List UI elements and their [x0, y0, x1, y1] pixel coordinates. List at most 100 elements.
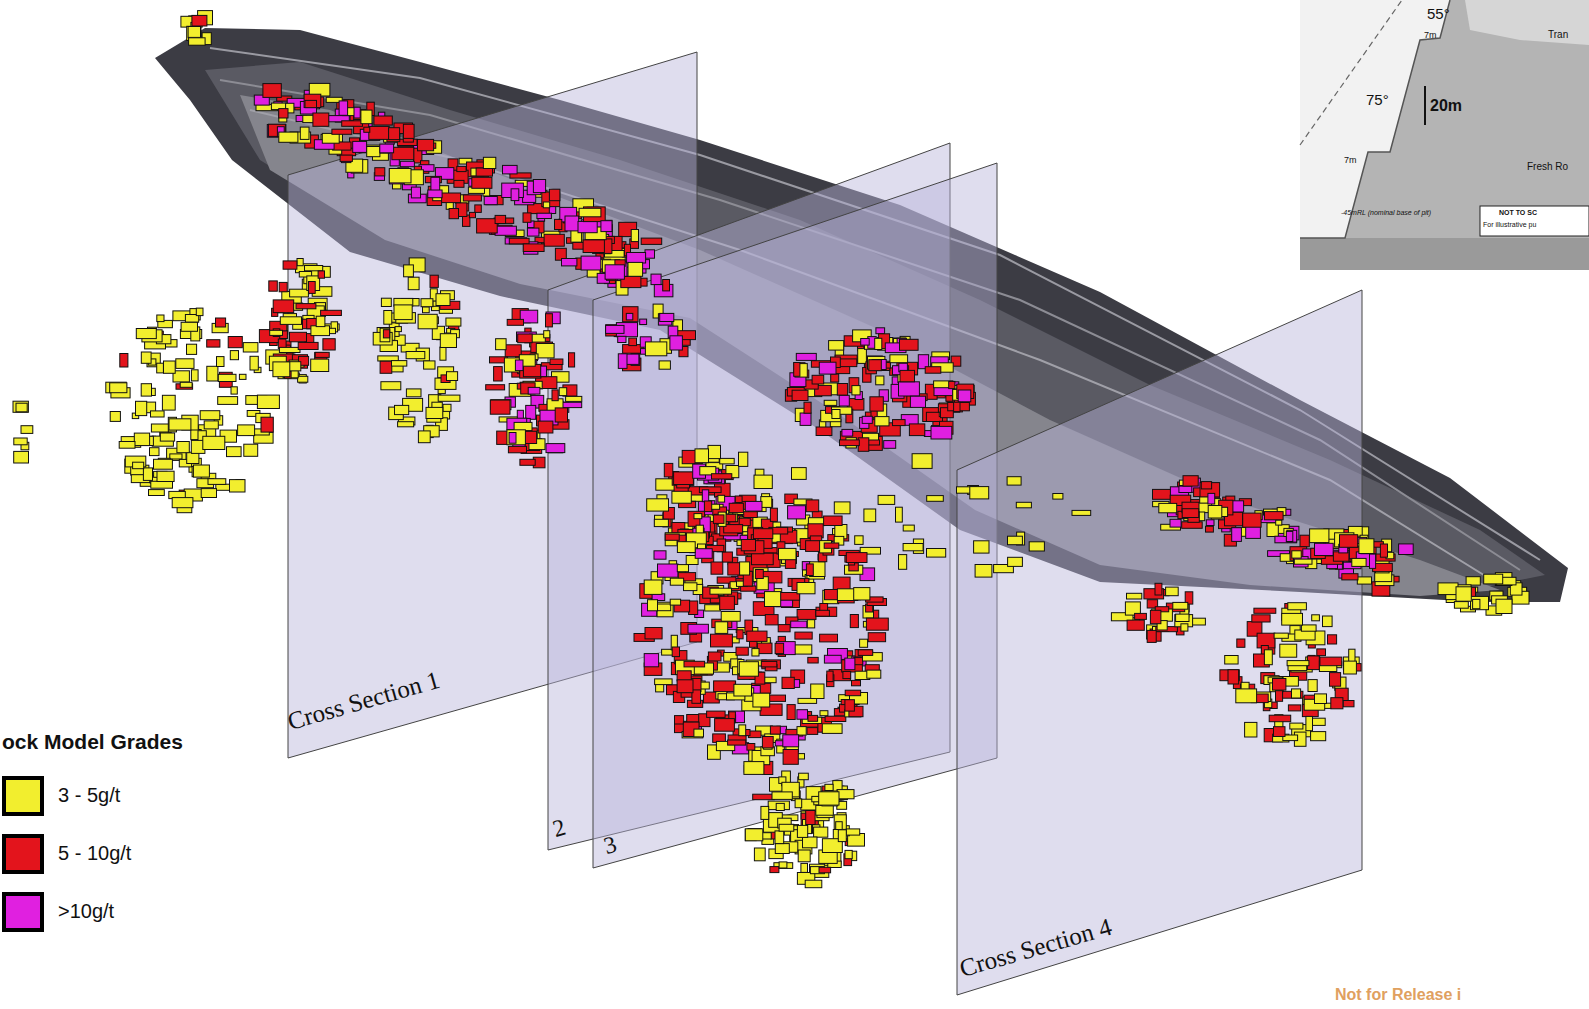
grade-block	[715, 719, 735, 732]
grade-block	[628, 262, 643, 276]
grade-block	[1245, 722, 1257, 737]
grade-block	[581, 256, 601, 270]
grade-block	[1342, 574, 1358, 580]
grade-block	[626, 313, 633, 320]
grade-block	[722, 552, 732, 562]
grade-block	[654, 551, 666, 559]
grade-block	[1294, 559, 1312, 564]
grade-block	[555, 219, 562, 229]
grade-block	[411, 187, 420, 198]
grade-block	[151, 411, 165, 417]
grade-block	[878, 495, 895, 504]
grade-block	[910, 396, 925, 407]
grade-block	[536, 344, 554, 358]
grade-block	[869, 360, 882, 371]
grade-block	[119, 442, 135, 449]
grade-block	[1206, 526, 1214, 532]
grade-block	[1456, 587, 1471, 601]
grade-block	[739, 725, 746, 736]
grade-block	[442, 193, 461, 203]
grade-block	[860, 639, 868, 647]
grade-block	[832, 410, 840, 419]
grade-block	[509, 433, 516, 444]
grade-block	[845, 690, 860, 696]
grade-block	[1153, 489, 1172, 499]
grade-block	[752, 553, 774, 565]
grade-block	[903, 544, 923, 551]
grade-block	[831, 374, 839, 382]
grade-block	[605, 265, 624, 279]
grade-block	[797, 727, 806, 736]
grade-block	[339, 101, 348, 115]
grade-block	[768, 801, 789, 810]
grade-block	[720, 458, 735, 464]
grade-block	[721, 612, 740, 622]
grade-block	[890, 355, 908, 363]
grade-block	[187, 344, 197, 354]
grade-block	[855, 536, 863, 545]
grade-block	[484, 197, 497, 205]
grade-block	[846, 553, 867, 563]
grade-block	[711, 634, 733, 647]
grade-block	[875, 417, 889, 426]
grade-block	[764, 677, 776, 683]
grade-block	[311, 326, 330, 336]
grade-block	[948, 403, 970, 411]
grade-block	[798, 850, 810, 862]
grade-block	[816, 610, 830, 616]
grade-block	[110, 412, 120, 422]
grade-block	[1264, 650, 1272, 665]
grade-block	[1252, 615, 1270, 622]
grade-block	[279, 132, 298, 142]
grade-block	[754, 848, 765, 861]
grade-block	[1330, 673, 1341, 687]
grade-block	[549, 189, 560, 201]
grade-block	[483, 157, 495, 168]
grade-block	[858, 650, 873, 656]
grade-block	[974, 541, 989, 553]
dimension: 20m	[1430, 97, 1462, 115]
grade-block	[523, 213, 531, 222]
grade-block	[747, 631, 767, 641]
grade-block	[1308, 680, 1317, 692]
grade-block	[672, 647, 679, 657]
grade-block	[440, 334, 456, 348]
grade-block	[1274, 727, 1286, 737]
grade-block	[753, 529, 772, 539]
grade-block	[290, 332, 307, 342]
grade-block	[852, 386, 860, 395]
slope-angle: 75°	[1366, 92, 1389, 109]
grade-block	[806, 564, 813, 576]
grade-block	[583, 240, 604, 253]
grade-block	[298, 376, 308, 382]
grade-block	[794, 363, 800, 377]
grade-block	[739, 662, 758, 677]
grade-block	[579, 208, 601, 217]
grade-block	[1236, 689, 1257, 703]
grade-block	[1496, 599, 1512, 613]
grade-block	[364, 127, 370, 132]
grade-block	[765, 615, 778, 625]
grade-block	[151, 424, 169, 432]
grade-block	[1331, 698, 1343, 709]
grade-block	[134, 433, 149, 446]
grade-block	[792, 468, 807, 480]
grade-block	[1237, 639, 1245, 647]
grade-block	[1155, 583, 1162, 595]
grade-block	[834, 815, 846, 830]
grade-block	[315, 352, 329, 357]
grade-block	[463, 195, 481, 201]
grade-block	[243, 343, 258, 352]
grade-block	[537, 213, 552, 218]
grade-block	[375, 168, 385, 176]
grade-block	[837, 790, 854, 799]
grade-block	[21, 426, 33, 434]
grade-block	[309, 282, 316, 294]
grade-block	[745, 501, 762, 511]
grade-block	[753, 794, 775, 800]
grade-block	[779, 548, 797, 559]
grade-block	[1254, 608, 1276, 613]
grade-block	[508, 446, 526, 452]
grade-block	[507, 430, 526, 445]
grade-block	[736, 647, 748, 655]
